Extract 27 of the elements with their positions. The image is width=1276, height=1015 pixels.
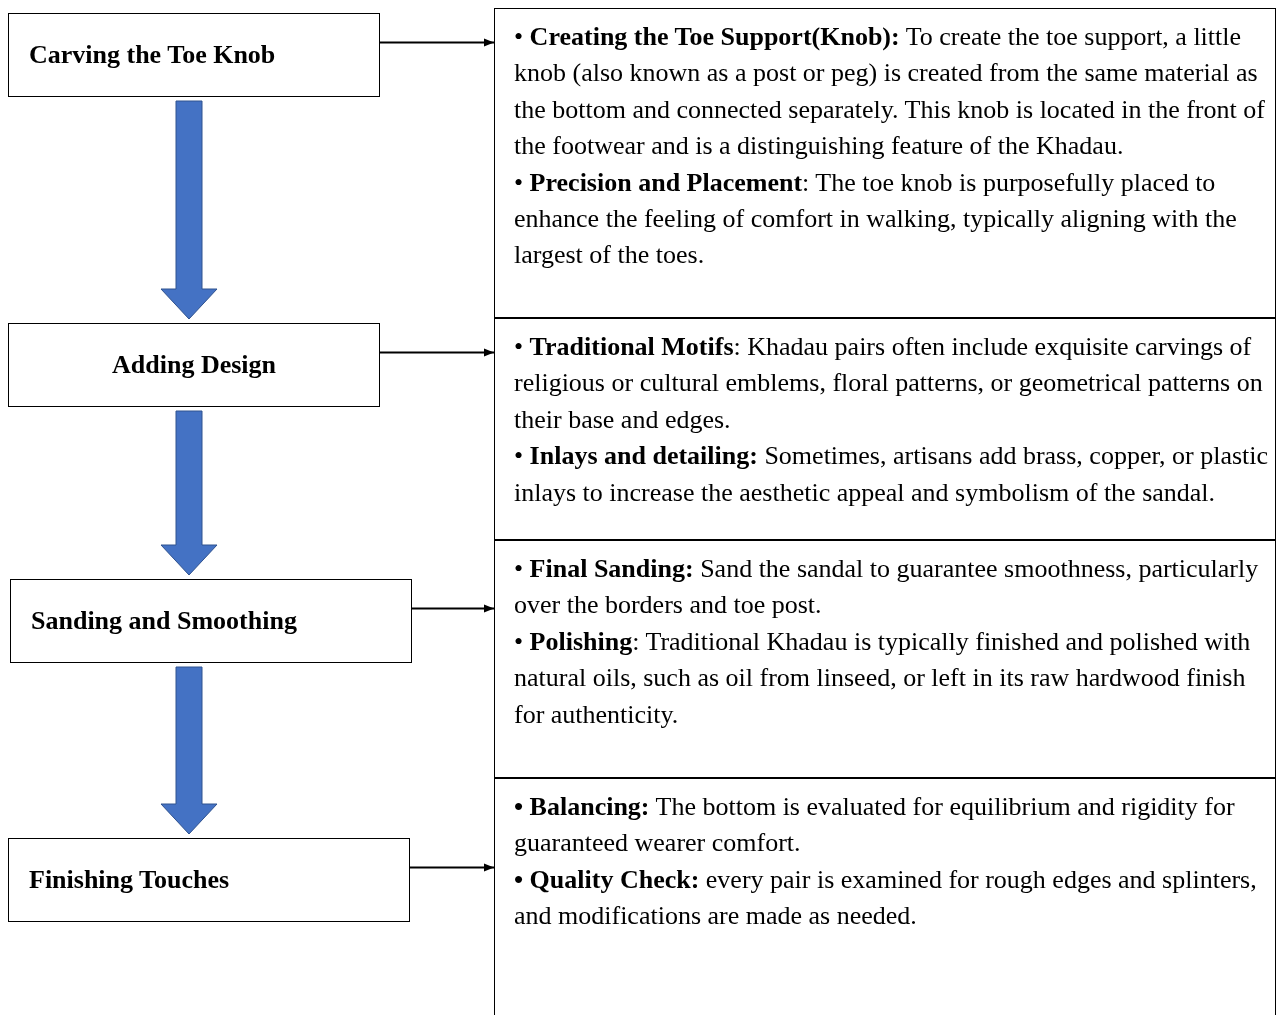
step-title: Finishing Touches <box>29 865 230 895</box>
bullet-text: • Balancing: The bottom is evaluated for equilibrium and rigidity for guaranteed wearer comfort. <box>514 791 1236 860</box>
bullet-text: • Polishing: Traditional Khadau is typically finished and polished with natural oils, such as oil from linseed, or left in its raw hardwood finish for authenticity. <box>514 625 1252 731</box>
process-box <box>8 838 410 922</box>
bullet-text: • Final Sanding: Sand the sandal to guarantee smoothness, particularly over the borders and toe post. <box>514 553 1260 622</box>
step-title: Sanding and Smoothing <box>31 606 297 636</box>
bullet-text: • Quality Check: every pair is examined for rough edges and splinters, and modifications are made as needed. <box>514 863 1258 933</box>
process-box <box>8 323 380 407</box>
arrow <box>379 348 495 357</box>
arrow <box>379 38 495 47</box>
block-arrow <box>160 100 218 320</box>
description-box <box>494 540 1276 778</box>
description-box <box>494 778 1276 1015</box>
block-arrow <box>160 410 218 576</box>
process-box <box>8 13 380 97</box>
process-box <box>10 579 412 663</box>
description-box <box>494 318 1276 540</box>
step-title: Adding Design <box>112 350 276 380</box>
bullet-text: • Precision and Placement: The toe knob is purposefully placed to enhance the feeling of comfort in walking, typically aligning with the largest of the toes. <box>514 166 1238 272</box>
bullet-text: • Creating the Toe Support(Knob): To create the toe support, a little knob (also known as a post or peg) is created from the same material as the bottom and connected separately. This knob is located in the front of the footwear and is a distinguishing feature of the Khadau. <box>514 21 1266 163</box>
bullet-text: • Traditional Motifs: Khadau pairs often include exquisite carvings of religious or cultural emblems, floral patterns, or geometrical patterns on their base and edges. <box>514 331 1264 436</box>
block-arrow <box>160 666 218 835</box>
step-title: Carving the Toe Knob <box>29 40 276 70</box>
arrow <box>409 863 495 872</box>
bullet-text: • Inlays and detailing: Sometimes, artisans add brass, copper, or plastic inlays to increase the aesthetic appeal and symbolism of the sandal. <box>514 440 1270 509</box>
arrow <box>411 604 495 613</box>
description-box <box>494 8 1276 318</box>
